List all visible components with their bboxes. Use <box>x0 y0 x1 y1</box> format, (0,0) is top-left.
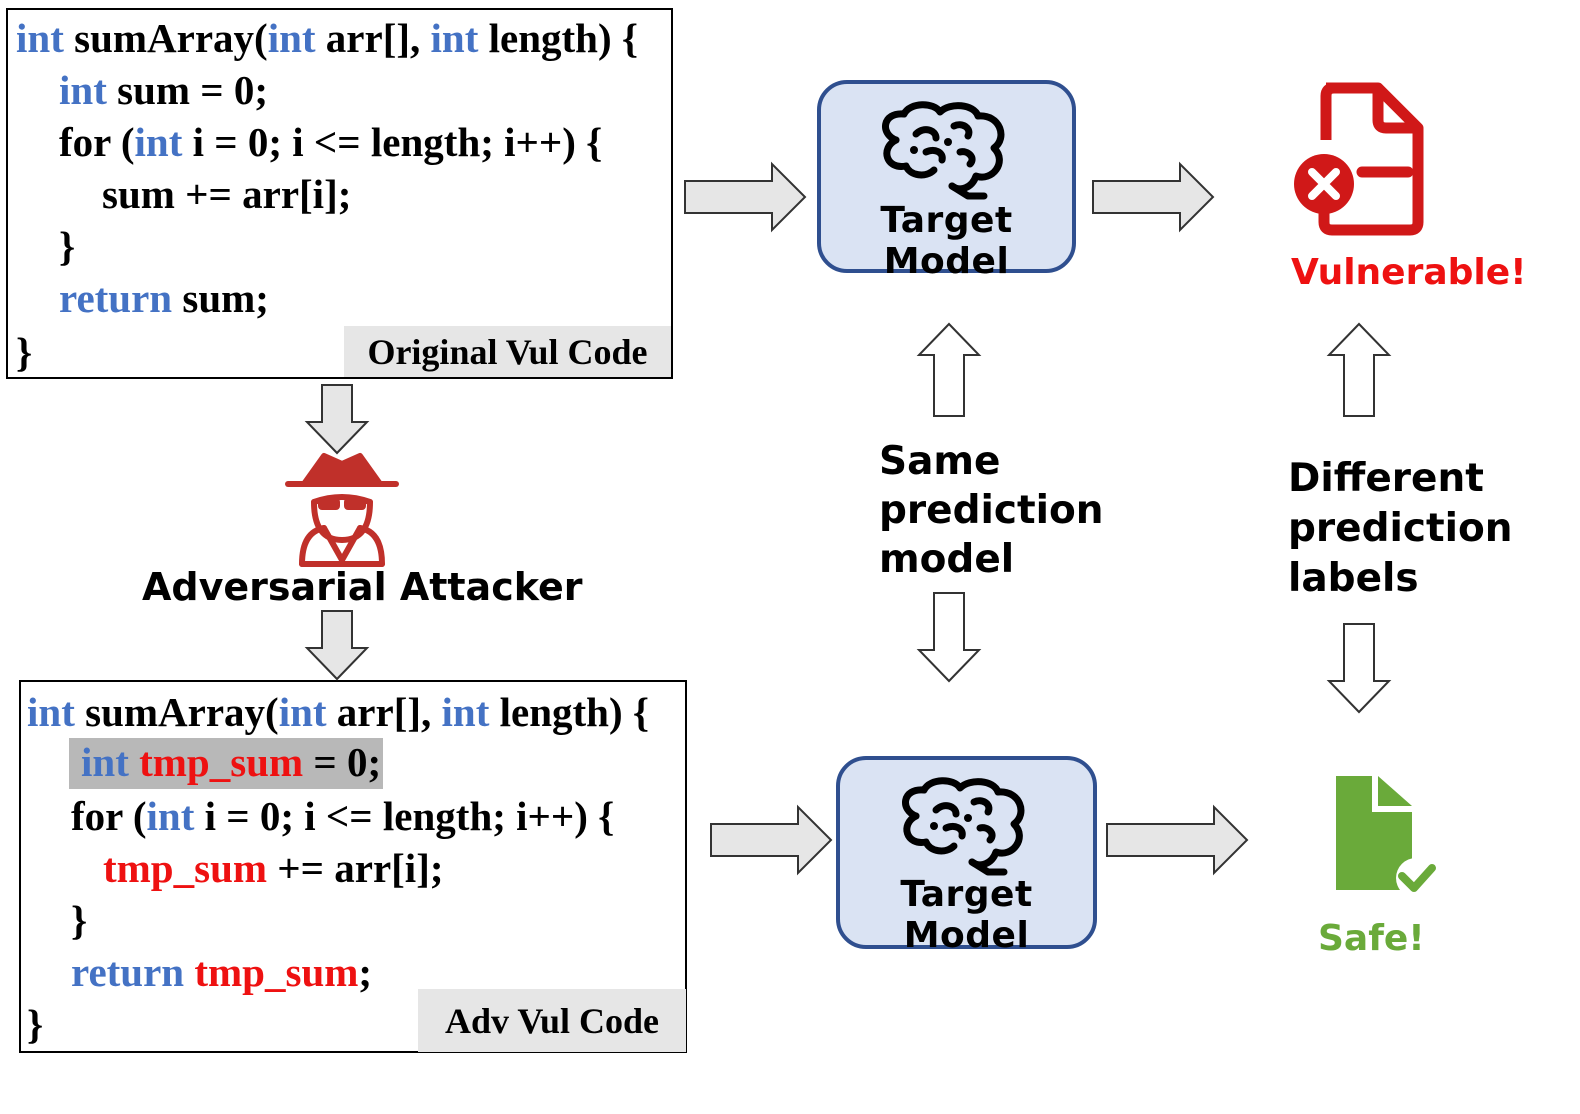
code-text: } <box>27 1001 44 1047</box>
same-model-text: Same prediction model <box>879 437 1104 584</box>
code-line-1: int sumArray(int arr[], int length) { <box>16 18 638 59</box>
code-line-5: } <box>71 900 87 941</box>
renamed-variable: tmp_sum <box>128 739 304 785</box>
code-line-7: } <box>27 1004 43 1045</box>
code-text: length) { <box>478 15 639 61</box>
up-arrow-same-model <box>916 322 982 417</box>
code-text: arr[], <box>326 689 442 735</box>
code-text: for ( <box>71 793 147 839</box>
code-line-4: sum += arr[i]; <box>102 174 351 215</box>
original-code-box: int sumArray(int arr[], int length) { in… <box>6 8 673 379</box>
keyword: int <box>267 15 316 61</box>
up-arrow-different-labels <box>1326 322 1392 417</box>
down-arrow-different-labels <box>1326 623 1392 714</box>
down-arrow-same-model <box>916 592 982 683</box>
right-arrow-code-to-model-bottom <box>710 804 833 876</box>
keyword: int <box>59 67 107 113</box>
code-text: arr[], <box>315 15 431 61</box>
code-text: } <box>59 223 76 269</box>
code-line-5: } <box>59 226 75 267</box>
keyword: int <box>441 689 490 735</box>
right-arrow-model-top-to-result <box>1092 161 1215 233</box>
different-labels-line-1: Different <box>1288 456 1484 501</box>
code-line-6: return sum; <box>59 278 269 319</box>
code-text: ; <box>358 949 373 995</box>
code-line-3: for (int i = 0; i <= length; i++) { <box>59 122 602 163</box>
spy-attacker-icon <box>285 453 399 567</box>
keyword: int <box>146 793 195 839</box>
keyword: int <box>134 119 183 165</box>
code-text: } <box>16 329 33 375</box>
vulnerable-file-icon <box>1294 82 1424 236</box>
target-model-label: Target Model <box>880 200 1013 282</box>
keyword: int <box>81 739 129 785</box>
code-text: } <box>71 897 88 943</box>
code-text: sumArray( <box>63 15 268 61</box>
right-arrow-model-bottom-to-result <box>1106 804 1249 876</box>
code-text: for ( <box>59 119 135 165</box>
keyword: return <box>71 949 185 995</box>
brain-icon <box>902 777 1025 876</box>
right-arrow-code-to-model-top <box>684 161 807 233</box>
code-text: += arr[i]; <box>267 845 444 891</box>
code-text: i = 0; i <= length; i++) { <box>194 793 615 839</box>
vulnerable-label: Vulnerable! <box>1291 252 1527 293</box>
different-labels-text: Different prediction labels <box>1288 454 1513 604</box>
adv-code-label: Adv Vul Code <box>418 989 686 1052</box>
down-arrow-attacker-to-adv <box>304 610 370 681</box>
code-text: i = 0; i <= length; i++) { <box>182 119 603 165</box>
same-model-line-2: prediction <box>879 488 1104 533</box>
code-text: sum; <box>172 275 269 321</box>
same-model-line-3: model <box>879 537 1015 582</box>
target-model-bottom: Target Model <box>836 756 1097 956</box>
keyword: int <box>430 15 479 61</box>
different-labels-line-3: labels <box>1288 556 1419 601</box>
different-labels-line-2: prediction <box>1288 506 1513 551</box>
adv-code-box: int sumArray(int arr[], int length) { in… <box>19 680 687 1053</box>
safe-file-icon <box>1336 776 1436 898</box>
same-model-line-1: Same <box>879 439 1001 484</box>
target-model-label: Target Model <box>900 874 1033 956</box>
safe-label: Safe! <box>1318 918 1425 959</box>
down-arrow-original-to-attacker <box>304 384 370 455</box>
renamed-variable: tmp_sum <box>103 845 268 891</box>
code-line-6: return tmp_sum; <box>71 952 372 993</box>
brain-icon <box>882 101 1005 200</box>
keyword: int <box>16 15 64 61</box>
keyword: return <box>59 275 173 321</box>
highlighted-code-line: int tmp_sum = 0; <box>69 738 384 789</box>
code-text: length) { <box>489 689 650 735</box>
keyword: int <box>27 689 75 735</box>
keyword: int <box>278 689 327 735</box>
code-line-4: tmp_sum += arr[i]; <box>103 848 444 889</box>
code-line-2: int sum = 0; <box>59 70 268 111</box>
code-text: sumArray( <box>74 689 279 735</box>
code-line-3: for (int i = 0; i <= length; i++) { <box>71 796 614 837</box>
attacker-label: Adversarial Attacker <box>142 565 583 609</box>
code-text: sum += arr[i]; <box>102 171 352 217</box>
target-model-top: Target Model <box>817 80 1076 282</box>
code-line-1: int sumArray(int arr[], int length) { <box>27 692 649 733</box>
code-text: = 0; <box>303 739 382 785</box>
original-code-label: Original Vul Code <box>344 326 671 377</box>
code-line-7: } <box>16 332 32 373</box>
code-text: sum = 0; <box>106 67 269 113</box>
renamed-variable: tmp_sum <box>184 949 359 995</box>
